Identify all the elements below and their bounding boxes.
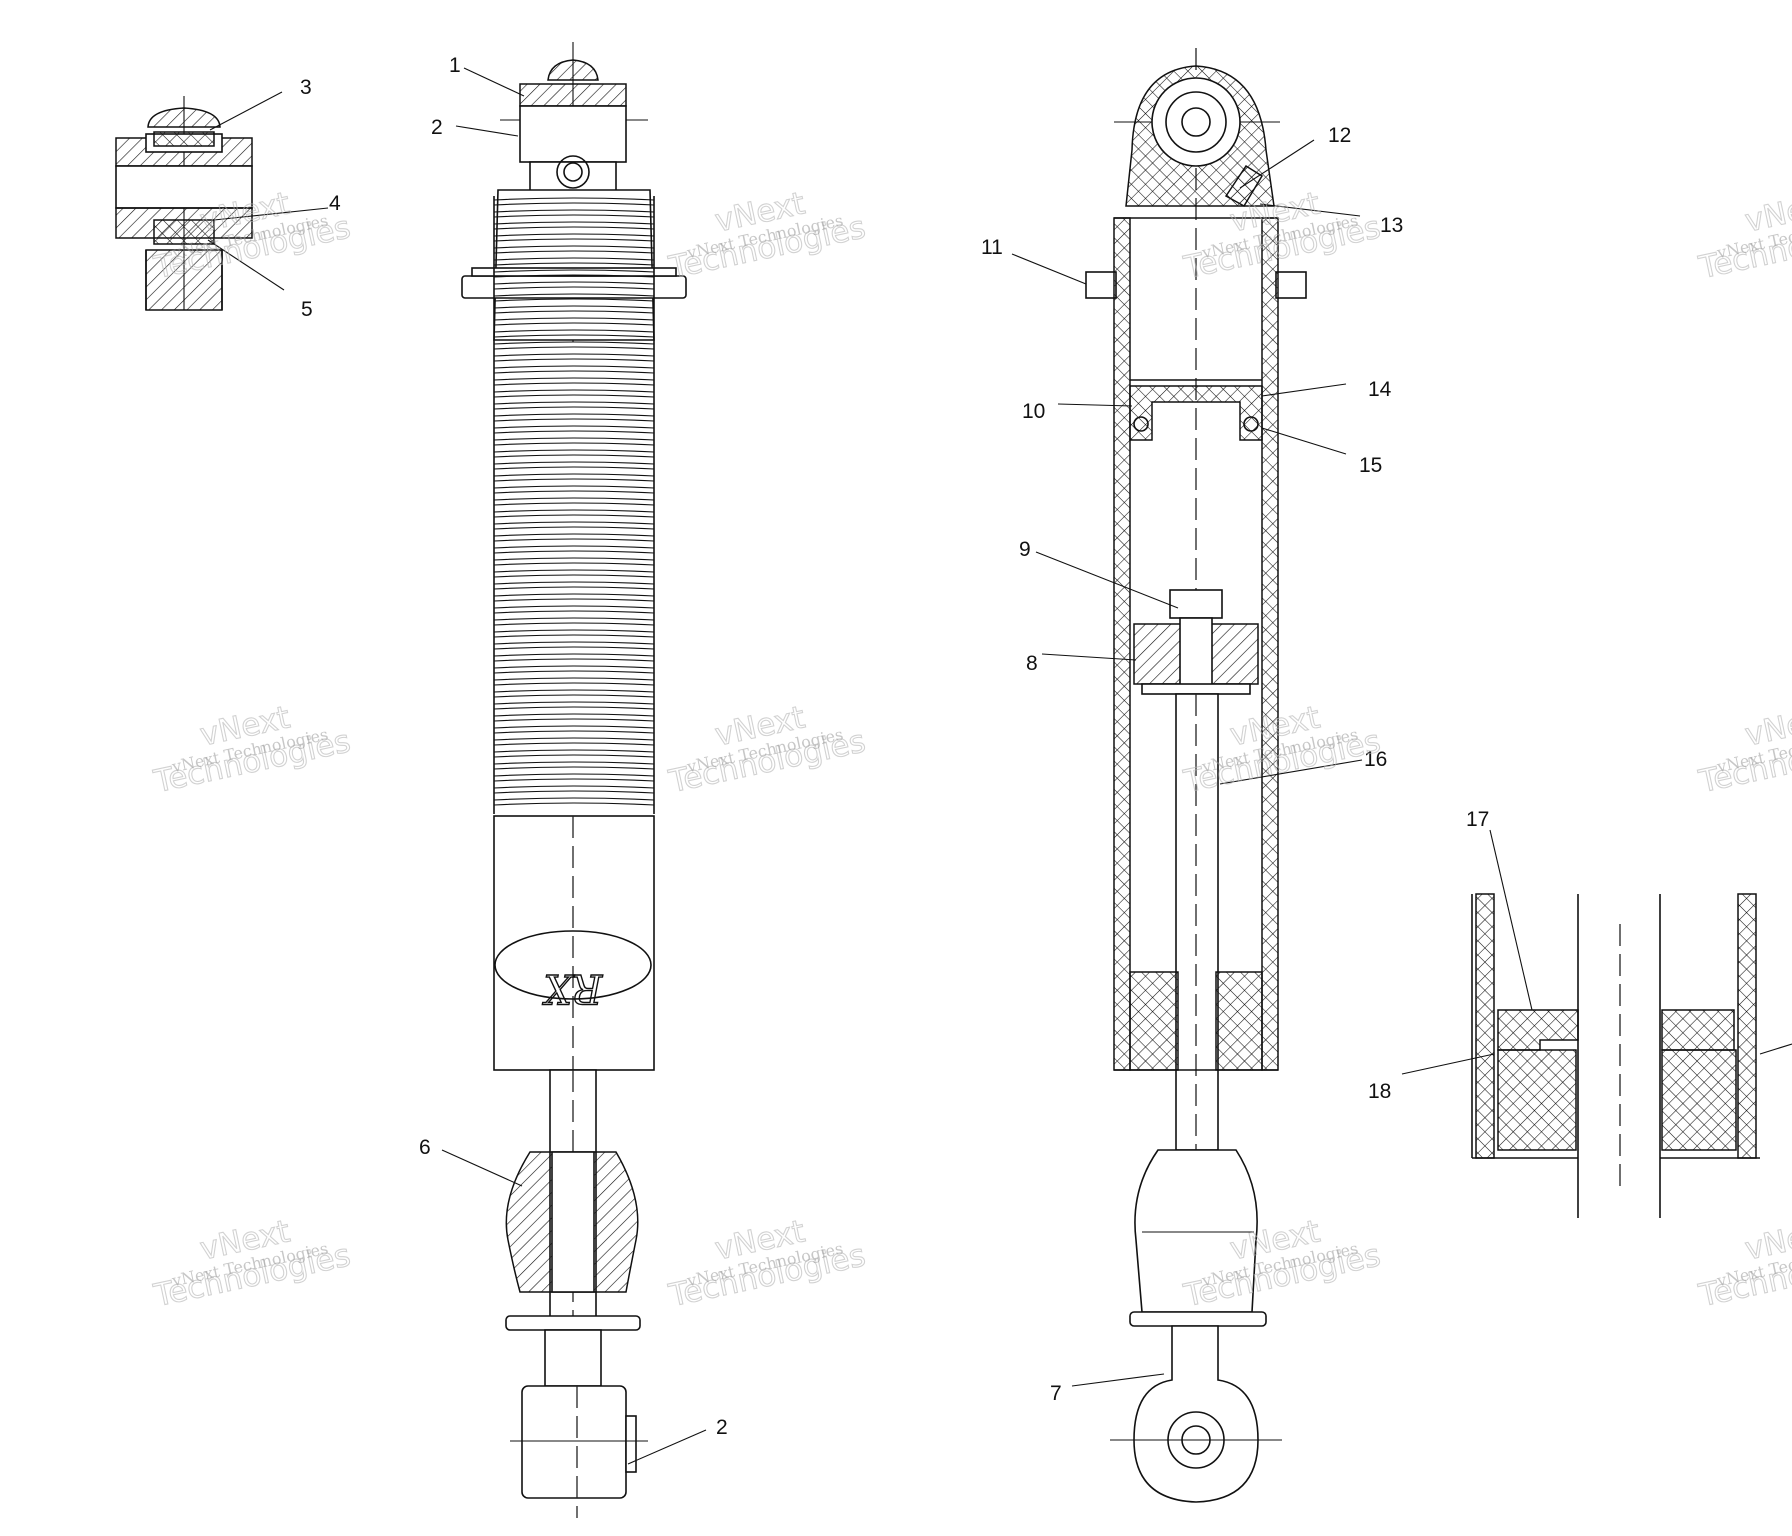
spring-coil: [493, 389, 655, 398]
assembled-shock: RX: [461, 42, 687, 1518]
callout-2-bottom: 2: [716, 1416, 728, 1439]
callout-12: 12: [1328, 124, 1351, 147]
spring-coil: [493, 557, 655, 566]
bushing-detail: [115, 96, 253, 311]
spring-coil: [493, 545, 655, 554]
spring-coil: [493, 689, 655, 698]
spring-coil: [493, 245, 655, 254]
callout-11: 11: [981, 236, 1003, 259]
spring-coil: [493, 269, 655, 278]
spring-coil: [493, 209, 655, 218]
callout-14: 14: [1368, 378, 1392, 401]
spring-coil: [493, 617, 655, 626]
spring-coil: [493, 521, 655, 530]
callout-13: 13: [1380, 214, 1403, 237]
callout-numbers: 3 4 5 1 2 6 2 11 10 9 8 12 13 14 15 16 7…: [300, 54, 1489, 1439]
spring-coil: [493, 353, 655, 362]
cutaway-shock: [1085, 48, 1307, 1503]
spring-coil: [493, 365, 655, 374]
callout-4: 4: [329, 192, 341, 215]
spring-coil: [493, 305, 655, 314]
coil-spring: [493, 196, 655, 814]
callout-5: 5: [301, 298, 313, 321]
callout-6: 6: [419, 1136, 431, 1159]
spring-coil: [493, 665, 655, 674]
spring-coil: [493, 485, 655, 494]
spring-coil: [493, 509, 655, 518]
callout-2-top: 2: [431, 116, 443, 139]
spring-coil: [493, 497, 655, 506]
spring-coil: [493, 761, 655, 770]
spring-coil: [493, 197, 655, 206]
callout-16: 16: [1364, 748, 1387, 771]
spring-coil: [493, 653, 655, 662]
spring-coil: [493, 701, 655, 710]
callout-17: 17: [1466, 808, 1489, 831]
spring-coil: [493, 677, 655, 686]
spring-coil: [493, 341, 655, 350]
spring-coil: [493, 473, 655, 482]
spring-coil: [493, 569, 655, 578]
spring-coil: [493, 713, 655, 722]
spring-coil: [493, 413, 655, 422]
spring-coil: [493, 461, 655, 470]
spring-coil: [493, 329, 655, 338]
callout-3: 3: [300, 76, 312, 99]
spring-coil: [493, 797, 655, 806]
spring-coil: [493, 629, 655, 638]
spring-coil: [493, 725, 655, 734]
spring-coil: [493, 401, 655, 410]
spring-coil: [493, 581, 655, 590]
callout-1: 1: [449, 54, 461, 77]
spring-coil: [493, 293, 655, 302]
spring-coil: [493, 317, 655, 326]
callout-18: 18: [1368, 1080, 1391, 1103]
spring-coil: [493, 593, 655, 602]
spring-coil: [493, 257, 655, 266]
spring-coil: [493, 437, 655, 446]
spring-coil: [493, 533, 655, 542]
spring-coil: [493, 641, 655, 650]
spring-coil: [493, 785, 655, 794]
spring-coil: [493, 281, 655, 290]
spring-coil: [493, 221, 655, 230]
spring-coil: [493, 449, 655, 458]
seal-detail: [1471, 893, 1760, 1218]
spring-coil: [493, 377, 655, 386]
callout-7: 7: [1050, 1382, 1062, 1405]
callout-8: 8: [1026, 652, 1038, 675]
callout-10: 10: [1022, 400, 1045, 423]
spring-coil: [493, 425, 655, 434]
callout-15: 15: [1359, 454, 1382, 477]
spring-coil: [493, 773, 655, 782]
spring-coil: [493, 749, 655, 758]
spring-coil: [493, 737, 655, 746]
spring-coil: [493, 605, 655, 614]
spring-edge: [493, 196, 655, 814]
spring-coil: [493, 233, 655, 242]
callout-9: 9: [1019, 538, 1031, 561]
brand-logo: RX: [542, 965, 603, 1011]
leader-lines: [207, 67, 1792, 1465]
